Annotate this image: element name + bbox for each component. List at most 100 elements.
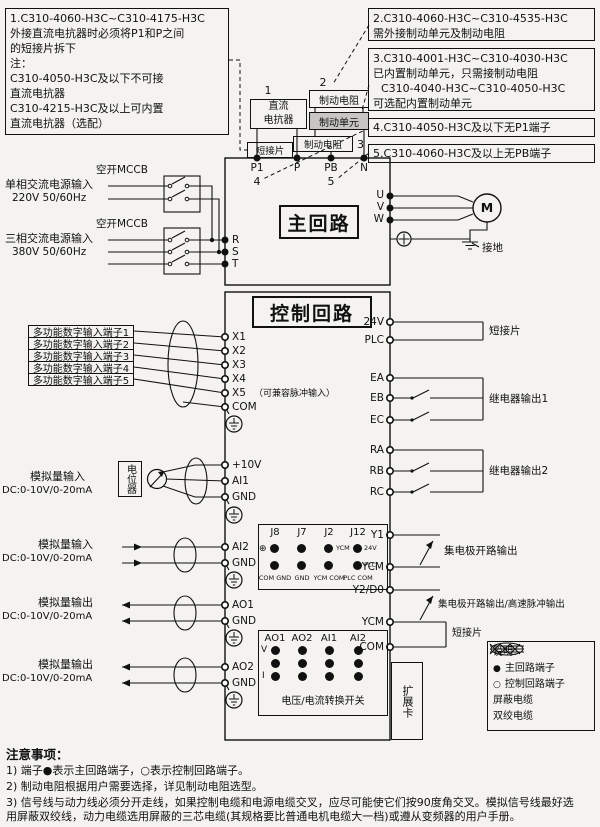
- vi-pin: [354, 672, 363, 681]
- dc-reactor-box: 直流 电抗器: [250, 99, 307, 129]
- analog-out2-label: 模拟量输出: [38, 658, 93, 671]
- terminal-ai2: AI2: [232, 541, 249, 553]
- jumper-block-1: [258, 524, 388, 590]
- terminal-pb: PB: [324, 162, 338, 174]
- plus-symbol: ⊕: [259, 544, 267, 554]
- single-phase-label: 单相交流电源输入: [5, 178, 93, 191]
- marker-4: 4: [253, 175, 261, 188]
- footer-note-3: 3) 信号线与动力线必须分开走线，如果控制电缆和电源电缆交叉，应尽可能使它们按9…: [6, 796, 574, 809]
- terminal-ai1: AI1: [232, 475, 249, 487]
- vi-pin: [271, 646, 280, 655]
- legend-main-terminal-label: 主回路端子: [504, 663, 555, 674]
- relay-out2-label: 继电器输出2: [489, 465, 549, 477]
- jumper-j2-bottom: YCM COM: [313, 574, 345, 582]
- ground-label: 接地: [482, 242, 503, 254]
- legend-main-terminal: ● 主回路端子: [493, 661, 589, 677]
- terminal-ea: EA: [370, 372, 384, 384]
- marker-3: 3: [357, 138, 364, 151]
- vi-col-ai1: AI1: [320, 633, 338, 644]
- terminal-ycm1: YCM: [361, 561, 384, 573]
- terminal-t: T: [232, 258, 239, 270]
- vi-pin: [325, 672, 334, 681]
- wires: [108, 108, 488, 691]
- terminal-x1: X1: [232, 331, 246, 343]
- jumper-j12-side-label2: PLC: [364, 561, 377, 569]
- short-bar-box: 短接片: [247, 142, 293, 158]
- note1-line: 的短接片拆下: [10, 42, 76, 55]
- footer-note-1: 1) 端子●表示主回路端子，○表示控制回路端子。: [6, 764, 249, 777]
- note2-line: 2.C310-4060-H3C~C310-4535-H3C: [373, 12, 568, 25]
- i-label: I: [262, 671, 265, 681]
- control-terminal-dots: [221, 317, 394, 687]
- terminal-v: V: [376, 201, 384, 213]
- jumper-pin: [324, 544, 333, 553]
- jumper-j8: J8: [270, 527, 280, 538]
- jumper-pin: [353, 561, 362, 570]
- note-box-1: 1.C310-4060-H3C~C310-4175-H3C 外接直流电抗器时必须…: [5, 8, 229, 135]
- jumper-pin: [270, 561, 279, 570]
- jumper-j12-bottom: PLC COM: [343, 574, 373, 582]
- main-circuit-title: 主回路: [279, 205, 359, 239]
- marker-5: 5: [327, 175, 335, 188]
- terminal-plc: PLC: [364, 334, 384, 346]
- note1-line: 直流电抗器: [10, 87, 65, 100]
- terminal-gnd: GND: [232, 557, 257, 569]
- vi-pin: [354, 646, 363, 655]
- leader-lines: [229, 24, 370, 180]
- vi-col-ao1: AO1: [264, 633, 286, 644]
- terminal-com2: COM: [359, 641, 384, 653]
- note1-line: C310-4050-H3C及以下不可接: [10, 72, 164, 85]
- jumper-j2: J2: [324, 527, 334, 538]
- marker-2: 2: [319, 76, 327, 89]
- dc-reactor-label: 直流: [268, 101, 289, 112]
- mccb-contacts: [167, 183, 190, 267]
- legend-twisted-cable: 双绞电缆: [489, 643, 589, 725]
- analog-in2-label: 模拟量输入: [38, 538, 93, 551]
- terminal-10v: +10V: [232, 459, 262, 471]
- main-terminal-dots: [209, 154, 414, 494]
- terminal-24v: 24V: [363, 316, 384, 328]
- note-box-4: 4.C310-4050-H3C及以下无P1端子: [368, 118, 595, 137]
- vi-pin: [325, 646, 334, 655]
- jumper-j8-bottom: COM GND: [258, 574, 292, 582]
- brake-resistor-box: 制动电阻: [309, 90, 369, 108]
- earth-screw-cross: [398, 233, 410, 245]
- terminal-s: S: [232, 246, 239, 258]
- filled-dot-icon: ●: [493, 664, 501, 674]
- note3-line: 3.C310-4001-H3C~C310-4030-H3C: [373, 52, 568, 65]
- motor-icon: [472, 193, 502, 223]
- terminal-ao1: AO1: [232, 599, 254, 611]
- note3-line: 可选配内置制动单元: [373, 97, 472, 110]
- note1-line: 注：: [10, 57, 32, 70]
- jumper-j7-bottom: GND: [294, 574, 310, 582]
- short-bar1-label: 短接片: [489, 325, 521, 337]
- terminal-ec: EC: [370, 414, 384, 426]
- three-phase-label: 三相交流电源输入: [5, 232, 93, 245]
- note2-line: 需外接制动单元及制动电阻: [373, 27, 505, 40]
- vi-pin: [325, 659, 334, 668]
- terminal-rc: RC: [369, 486, 384, 498]
- analog-out1-range: DC:0-10V/0-20mA: [2, 611, 93, 622]
- terminal-ycm2: YCM: [361, 616, 384, 628]
- vi-pin: [298, 659, 307, 668]
- jumper-j2-side-label: YCM: [336, 544, 350, 552]
- terminal-r: R: [232, 234, 240, 246]
- note-box-5: 5.C310-4060-H3C及以上无PB端子: [368, 144, 595, 163]
- motor-label: M: [480, 199, 494, 215]
- terminal-eb: EB: [370, 392, 384, 404]
- analog-in2-range: DC:0-10V/0-20mA: [2, 553, 93, 564]
- vi-pin: [298, 672, 307, 681]
- relay-out1-label: 继电器输出1: [489, 393, 549, 405]
- jumper-block-2: [258, 630, 388, 716]
- analog-out1-label: 模拟量输出: [38, 596, 93, 609]
- vi-col-ai2: AI2: [349, 633, 367, 644]
- v-label: V: [261, 645, 268, 655]
- marker-1: 1: [264, 84, 272, 97]
- expansion-card-box: 扩展卡: [391, 662, 423, 740]
- jumper-j12-side-label: 24V: [364, 544, 377, 552]
- terminal-x4: X4: [232, 373, 246, 385]
- terminal-rb: RB: [369, 465, 385, 477]
- terminal-com: COM: [232, 401, 257, 413]
- footer-note-4: 用屏蔽双绞线，动力电缆选用屏蔽的三芯电缆(其规格要比普通电机电缆大一档)或遵从变…: [6, 810, 521, 823]
- mccb-boxes: [163, 175, 201, 275]
